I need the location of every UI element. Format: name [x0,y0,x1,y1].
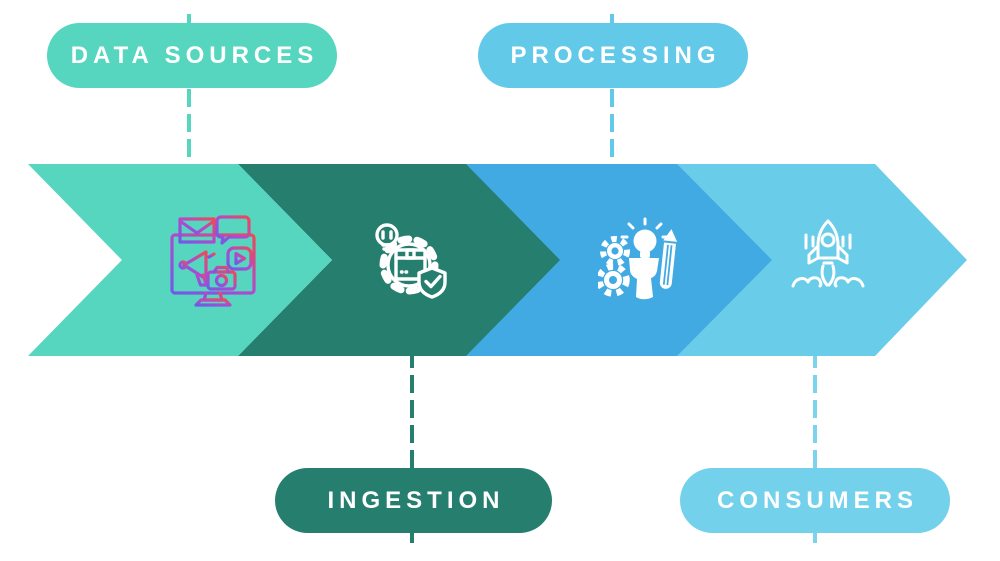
label-data-sources: DATA SOURCES [47,23,337,88]
rocket-launch-icon [791,219,865,288]
label-ingestion-text: INGESTION [327,486,505,514]
monitor-media-icon [170,215,256,307]
label-processing: PROCESSING [478,23,748,88]
connector-processing [610,14,614,166]
gear-package-shield-icon [375,223,447,299]
connector-data-sources [187,14,191,166]
label-processing-text: PROCESSING [510,41,721,69]
label-consumers-text: CONSUMERS [716,486,918,514]
label-ingestion: INGESTION [275,468,552,533]
connector-consumers [813,350,817,544]
label-data-sources-text: DATA SOURCES [70,41,319,69]
gears-head-pencil-icon [598,217,678,300]
connector-ingestion [410,350,414,544]
label-consumers: CONSUMERS [680,468,950,533]
